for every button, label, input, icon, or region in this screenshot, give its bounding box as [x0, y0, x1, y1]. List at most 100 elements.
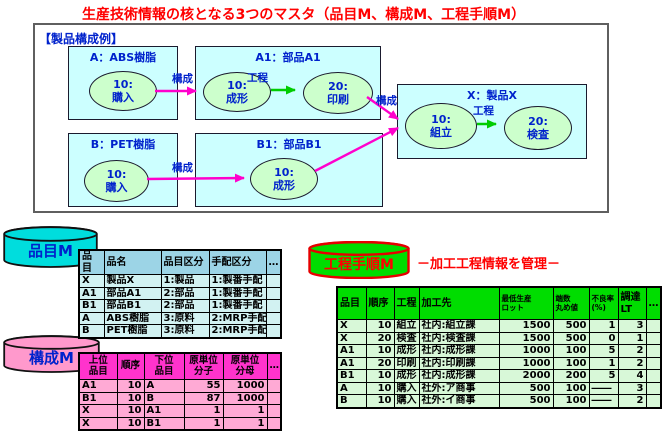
table-cell: A1 — [336, 344, 367, 358]
table-cell: 社内:組立課 — [418, 319, 500, 333]
table-cell: ABS樹脂 — [103, 311, 162, 325]
column-header: 手配区分 — [208, 249, 267, 275]
table-cell — [265, 274, 282, 288]
composition-arrow-label-2: 構成 — [172, 162, 193, 174]
table-cell: 購入 — [393, 381, 420, 395]
table-cell: 3 — [617, 381, 647, 395]
table-cell: X — [336, 331, 367, 345]
table-cell: 社外:イ商事 — [418, 394, 500, 408]
table-cell — [645, 381, 662, 395]
table-cell: B1 — [143, 416, 185, 431]
table-cell: 購入 — [393, 394, 420, 408]
table-cell: 10 — [365, 369, 395, 383]
table-cell: A1 — [336, 356, 367, 370]
table-cell: 100 — [552, 381, 590, 395]
table-cell — [645, 369, 662, 383]
panel-label: 【製品構成例】 — [39, 32, 124, 46]
table-cell: 100 — [552, 344, 590, 358]
table-cell: 1000 — [222, 391, 268, 405]
table-cell: 55 — [183, 379, 224, 393]
table-cell: X — [78, 274, 105, 288]
routing-master-cylinder: 工程手順M — [308, 241, 410, 279]
table-cell: 1 — [183, 404, 224, 418]
column-header: 原単位 分母 — [222, 352, 268, 380]
process-node-a1-molding: 10: 成形 — [203, 72, 271, 112]
table-cell: X — [336, 319, 367, 333]
column-header: … — [645, 286, 662, 320]
table-cell: 2:MRP手配 — [208, 311, 267, 325]
process-node-b1-molding: 10: 成形 — [250, 158, 318, 200]
process-node-a-purchase: 10: 購入 — [89, 71, 157, 111]
table-cell: 4 — [617, 369, 647, 383]
table-cell: 1:製品 — [160, 274, 210, 288]
table-cell: 検査 — [393, 331, 420, 345]
column-header: 順序 — [116, 352, 145, 380]
table-cell: 社外:ア商事 — [418, 381, 500, 395]
table-cell: 20 — [365, 331, 395, 345]
column-header: 順序 — [365, 286, 395, 320]
table-cell — [266, 379, 282, 393]
table-cell: 社内:成形課 — [418, 344, 500, 358]
item-box-b: B：PET樹脂 10: 購入 — [68, 133, 178, 207]
table-cell: 5 — [588, 369, 619, 383]
table-cell: 10 — [116, 416, 145, 431]
table-cell: 2 — [617, 356, 647, 370]
table-cell: 100 — [552, 356, 590, 370]
table-cell: 社内:成形課 — [418, 369, 500, 383]
table-cell: 1 — [588, 319, 619, 333]
column-header: 品目 — [336, 286, 367, 320]
table-cell: 10 — [116, 391, 145, 405]
table-cell: A1 — [78, 286, 105, 300]
column-header: 最低生産 ロット — [498, 286, 554, 320]
table-cell: 10 — [365, 344, 395, 358]
item-box-a: A：ABS樹脂 10: 購入 — [68, 46, 178, 120]
table-cell: X — [78, 404, 118, 418]
table-cell: 1000 — [498, 344, 554, 358]
table-cell: 1 — [222, 404, 268, 418]
table-cell: 10 — [365, 394, 395, 408]
table-cell: 2:MRP手配 — [208, 324, 267, 338]
column-header: 下位 品目 — [143, 352, 185, 380]
table-cell: 部品A1 — [103, 286, 162, 300]
table-cell — [645, 344, 662, 358]
table-cell: 3 — [617, 319, 647, 333]
table-cell: 1000 — [222, 379, 268, 393]
table-cell — [265, 299, 282, 313]
table-cell: 5 — [588, 344, 619, 358]
table-cell: 10 — [116, 379, 145, 393]
table-cell — [645, 331, 662, 345]
process-node-x-assembly: 10: 組立 — [405, 103, 477, 149]
table-cell: 1500 — [498, 319, 554, 333]
table-cell: ―― — [588, 394, 619, 408]
column-header: 端数 丸め値 — [552, 286, 590, 320]
item-box-x-label: X：製品X — [467, 89, 517, 102]
bom-master-cylinder: 構成M — [3, 335, 100, 373]
table-cell: 1:製番手配 — [208, 274, 267, 288]
column-header: 品目区分 — [160, 249, 210, 275]
table-cell: 3:原料 — [160, 324, 210, 338]
process-arrow-label-2: 工程 — [473, 105, 494, 117]
table-cell: 100 — [552, 394, 590, 408]
bom-master-name: 構成M — [29, 349, 74, 367]
table-cell: 部品B1 — [103, 299, 162, 313]
table-cell: 印刷 — [393, 356, 420, 370]
item-box-a1: A1：部品A1 10: 成形 20: 印刷 — [195, 46, 381, 120]
table-cell: 200 — [552, 369, 590, 383]
table-cell: 1 — [183, 416, 224, 431]
table-cell: 社内:印刷課 — [418, 356, 500, 370]
item-box-b1-label: B1：部品B1 — [256, 138, 322, 151]
process-arrow-label-1: 工程 — [247, 72, 268, 84]
item-box-b-label: B：PET樹脂 — [90, 138, 156, 151]
table-cell — [265, 324, 282, 338]
